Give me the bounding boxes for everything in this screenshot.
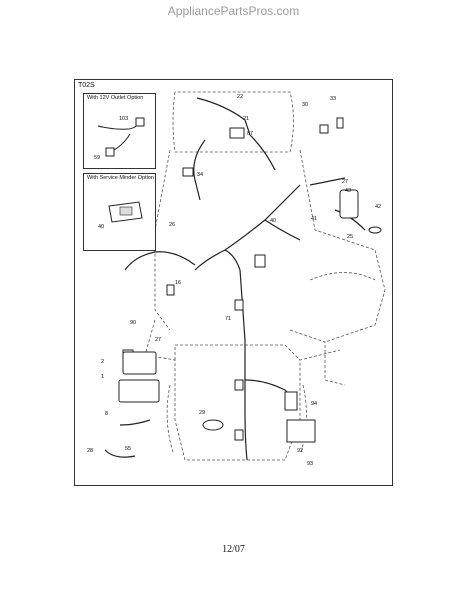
diagram-code: T02S	[78, 82, 95, 89]
inset-minder-title: With Service Minder Option	[87, 175, 154, 181]
callout-30: 30	[302, 102, 308, 108]
callout-1: 1	[101, 374, 104, 380]
page-footer-date: 12/07	[222, 544, 245, 555]
callout-2: 2	[101, 359, 104, 365]
callout-94: 94	[311, 401, 317, 407]
inset-12v-title: With 12V Outlet Option	[87, 95, 144, 101]
callout-8: 8	[105, 411, 108, 417]
callout-25: 25	[347, 234, 353, 240]
callout-40: 40	[270, 218, 276, 224]
callout-21: 21	[243, 116, 249, 122]
callout-34: 34	[197, 172, 203, 178]
callout-42: 42	[375, 204, 381, 210]
callout-71: 71	[225, 316, 231, 322]
wiring-diagram: 22 30 33 21 87 27 34 43 42 41 25 26 40 1…	[87, 91, 386, 467]
inset-12v-outlet: With 12V Outlet Option 103 59	[83, 93, 156, 169]
callout-27a: 27	[342, 179, 348, 185]
callout-labels: 22 30 33 21 87 27 34 43 42 41 25 26 40 1…	[87, 94, 381, 467]
callout-16: 16	[175, 280, 181, 286]
callout-26: 26	[169, 222, 175, 228]
callout-103: 103	[119, 116, 128, 122]
site-header: AppliancePartsPros.com	[167, 4, 300, 18]
callout-55: 55	[125, 446, 131, 452]
callout-41: 41	[311, 216, 317, 222]
callout-92: 92	[297, 448, 303, 454]
callout-29: 29	[199, 410, 205, 416]
callout-93: 93	[307, 461, 313, 467]
callout-90: 90	[130, 320, 136, 326]
callout-87: 87	[247, 131, 253, 137]
callout-33: 33	[330, 96, 336, 102]
callout-59: 59	[94, 155, 100, 161]
callout-40-inset: 40	[98, 224, 104, 230]
diagram-frame: T02S	[74, 79, 393, 486]
callout-28: 28	[87, 448, 93, 454]
outlet-drawing: 103 59	[94, 116, 145, 161]
inset-service-minder: With Service Minder Option 40	[83, 173, 156, 251]
minder-drawing: 40	[98, 201, 143, 230]
callout-27b: 27	[155, 337, 161, 343]
callout-43: 43	[345, 188, 351, 194]
callout-22: 22	[237, 94, 243, 100]
